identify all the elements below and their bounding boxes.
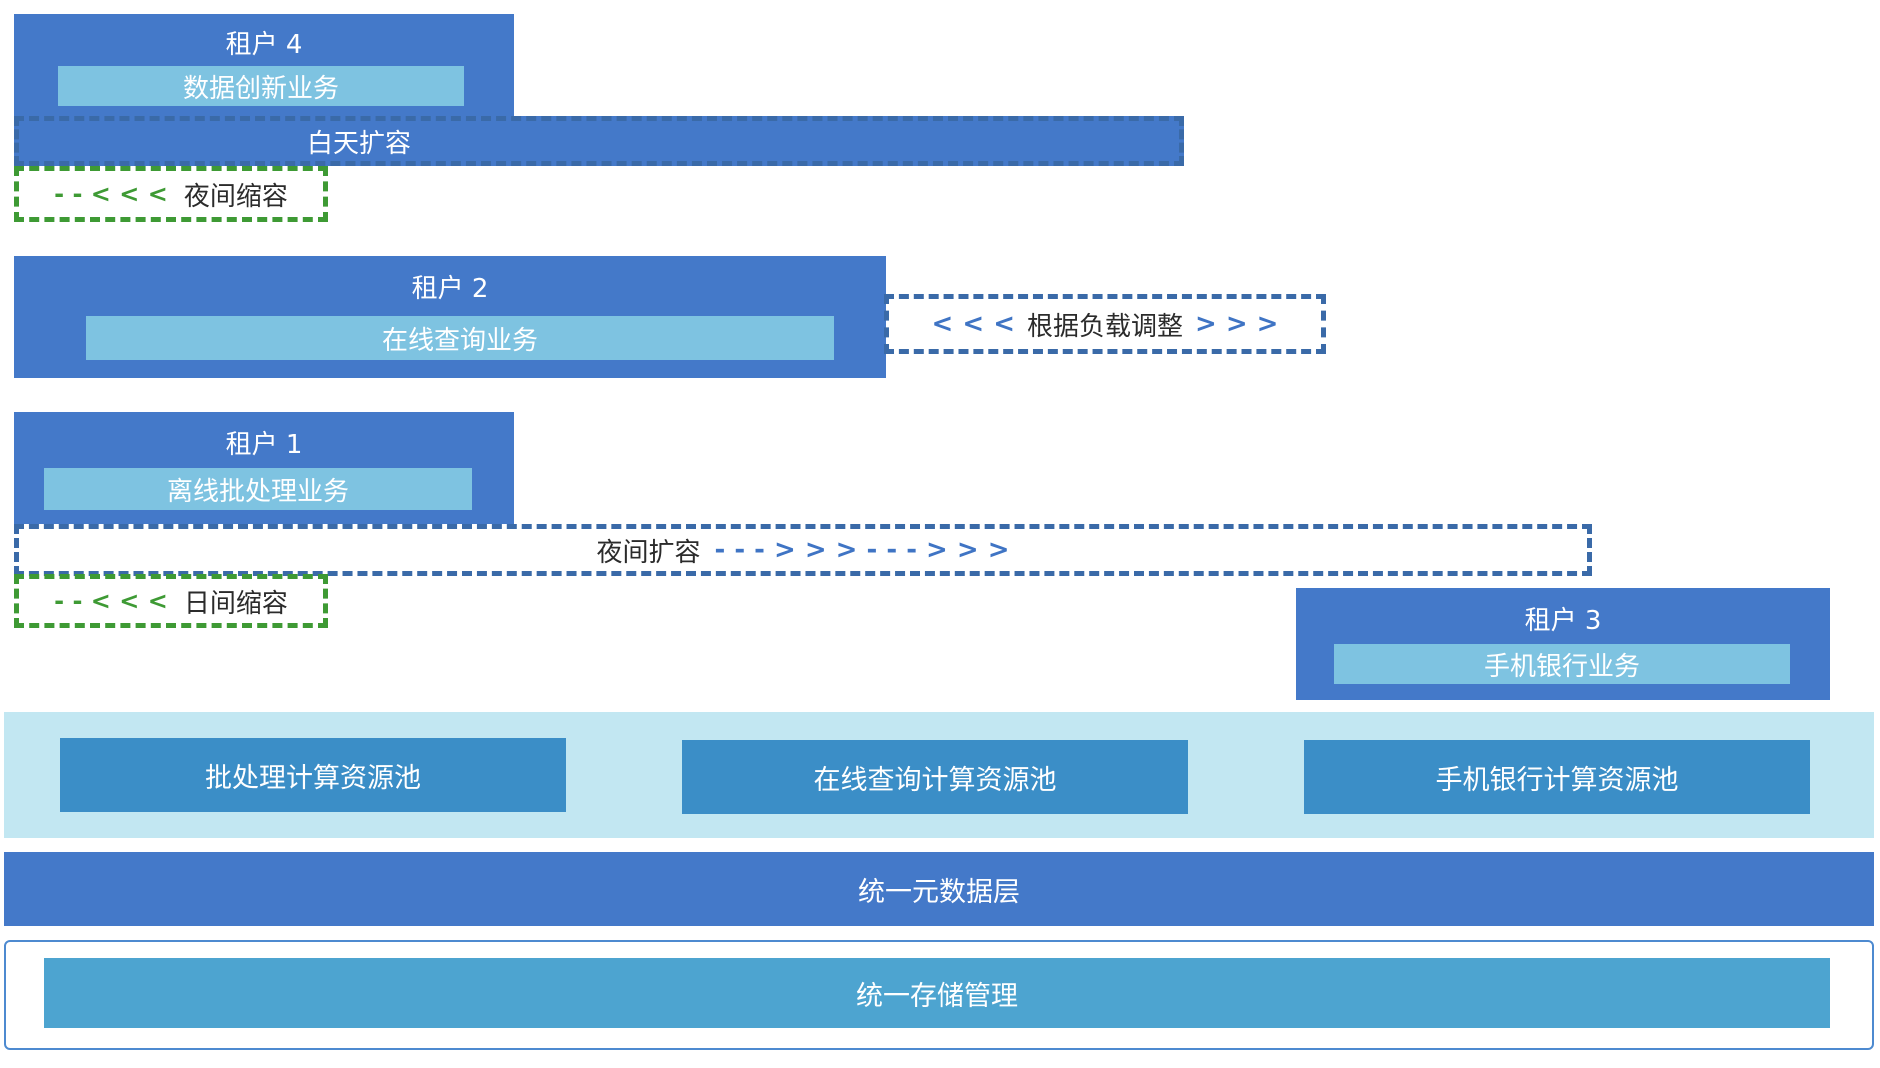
tenant-1-expand-label: 夜间扩容 (596, 537, 701, 568)
tenant-2-service: 在线查询业务 (86, 316, 834, 360)
unified-storage-management: 统一存储管理 (44, 958, 1830, 1028)
tenant-4-shrink-label: 夜间缩容 (183, 181, 288, 212)
storage-frame (4, 940, 1874, 1050)
tenant-2-title: 租户 2 (411, 273, 489, 304)
tenant-2-adjust-label: 根据负载调整 (1026, 311, 1183, 342)
tenant-1-service-label: 离线批处理业务 (166, 476, 349, 507)
tenant-2-adjust-right-arrows: > > > (1195, 309, 1279, 339)
tenant-4-shrink-arrows: - - < < < (54, 180, 168, 208)
batch-compute-pool: 批处理计算资源池 (60, 738, 566, 812)
tenant-4-day-expand-label: 白天扩容 (306, 128, 411, 159)
tenant-3-title: 租户 3 (1524, 605, 1602, 636)
online-query-compute-pool: 在线查询计算资源池 (682, 740, 1188, 814)
tenant-4-night-shrink: - - < < < 夜间缩容 (14, 166, 328, 222)
tenant-1-night-expand: 夜间扩容 - - - > > > - - - > > > (14, 524, 1592, 576)
tenant-4-title: 租户 4 (225, 29, 303, 60)
tenant-2-adjust-left-arrows: < < < (931, 309, 1015, 339)
mobile-banking-compute-pool: 手机银行计算资源池 (1304, 740, 1810, 814)
unified-metadata-label: 统一元数据层 (858, 876, 1020, 908)
tenant-3-service-label: 手机银行业务 (1483, 651, 1640, 682)
tenant-1-service: 离线批处理业务 (44, 468, 472, 510)
tenant-1-title: 租户 1 (225, 429, 303, 460)
tenant-2-load-adjust: < < < 根据负载调整 > > > (884, 294, 1326, 354)
tenant-3-service: 手机银行业务 (1334, 644, 1790, 684)
unified-storage-label: 统一存储管理 (856, 980, 1018, 1012)
tenant-1-shrink-arrows: - - < < < (54, 587, 168, 615)
tenant-4-service: 数据创新业务 (58, 66, 464, 106)
tenant-1-shrink-label: 日间缩容 (183, 588, 288, 619)
tenant-4-day-expand: 白天扩容 (14, 116, 1184, 166)
tenant-4-service-label: 数据创新业务 (182, 73, 339, 104)
tenant-1-expand-arrows: - - - > > > - - - > > > (714, 535, 1010, 565)
tenant-1-day-shrink: - - < < < 日间缩容 (14, 574, 328, 628)
tenant-2-service-label: 在线查询业务 (381, 325, 538, 356)
unified-metadata-layer: 统一元数据层 (4, 852, 1874, 926)
